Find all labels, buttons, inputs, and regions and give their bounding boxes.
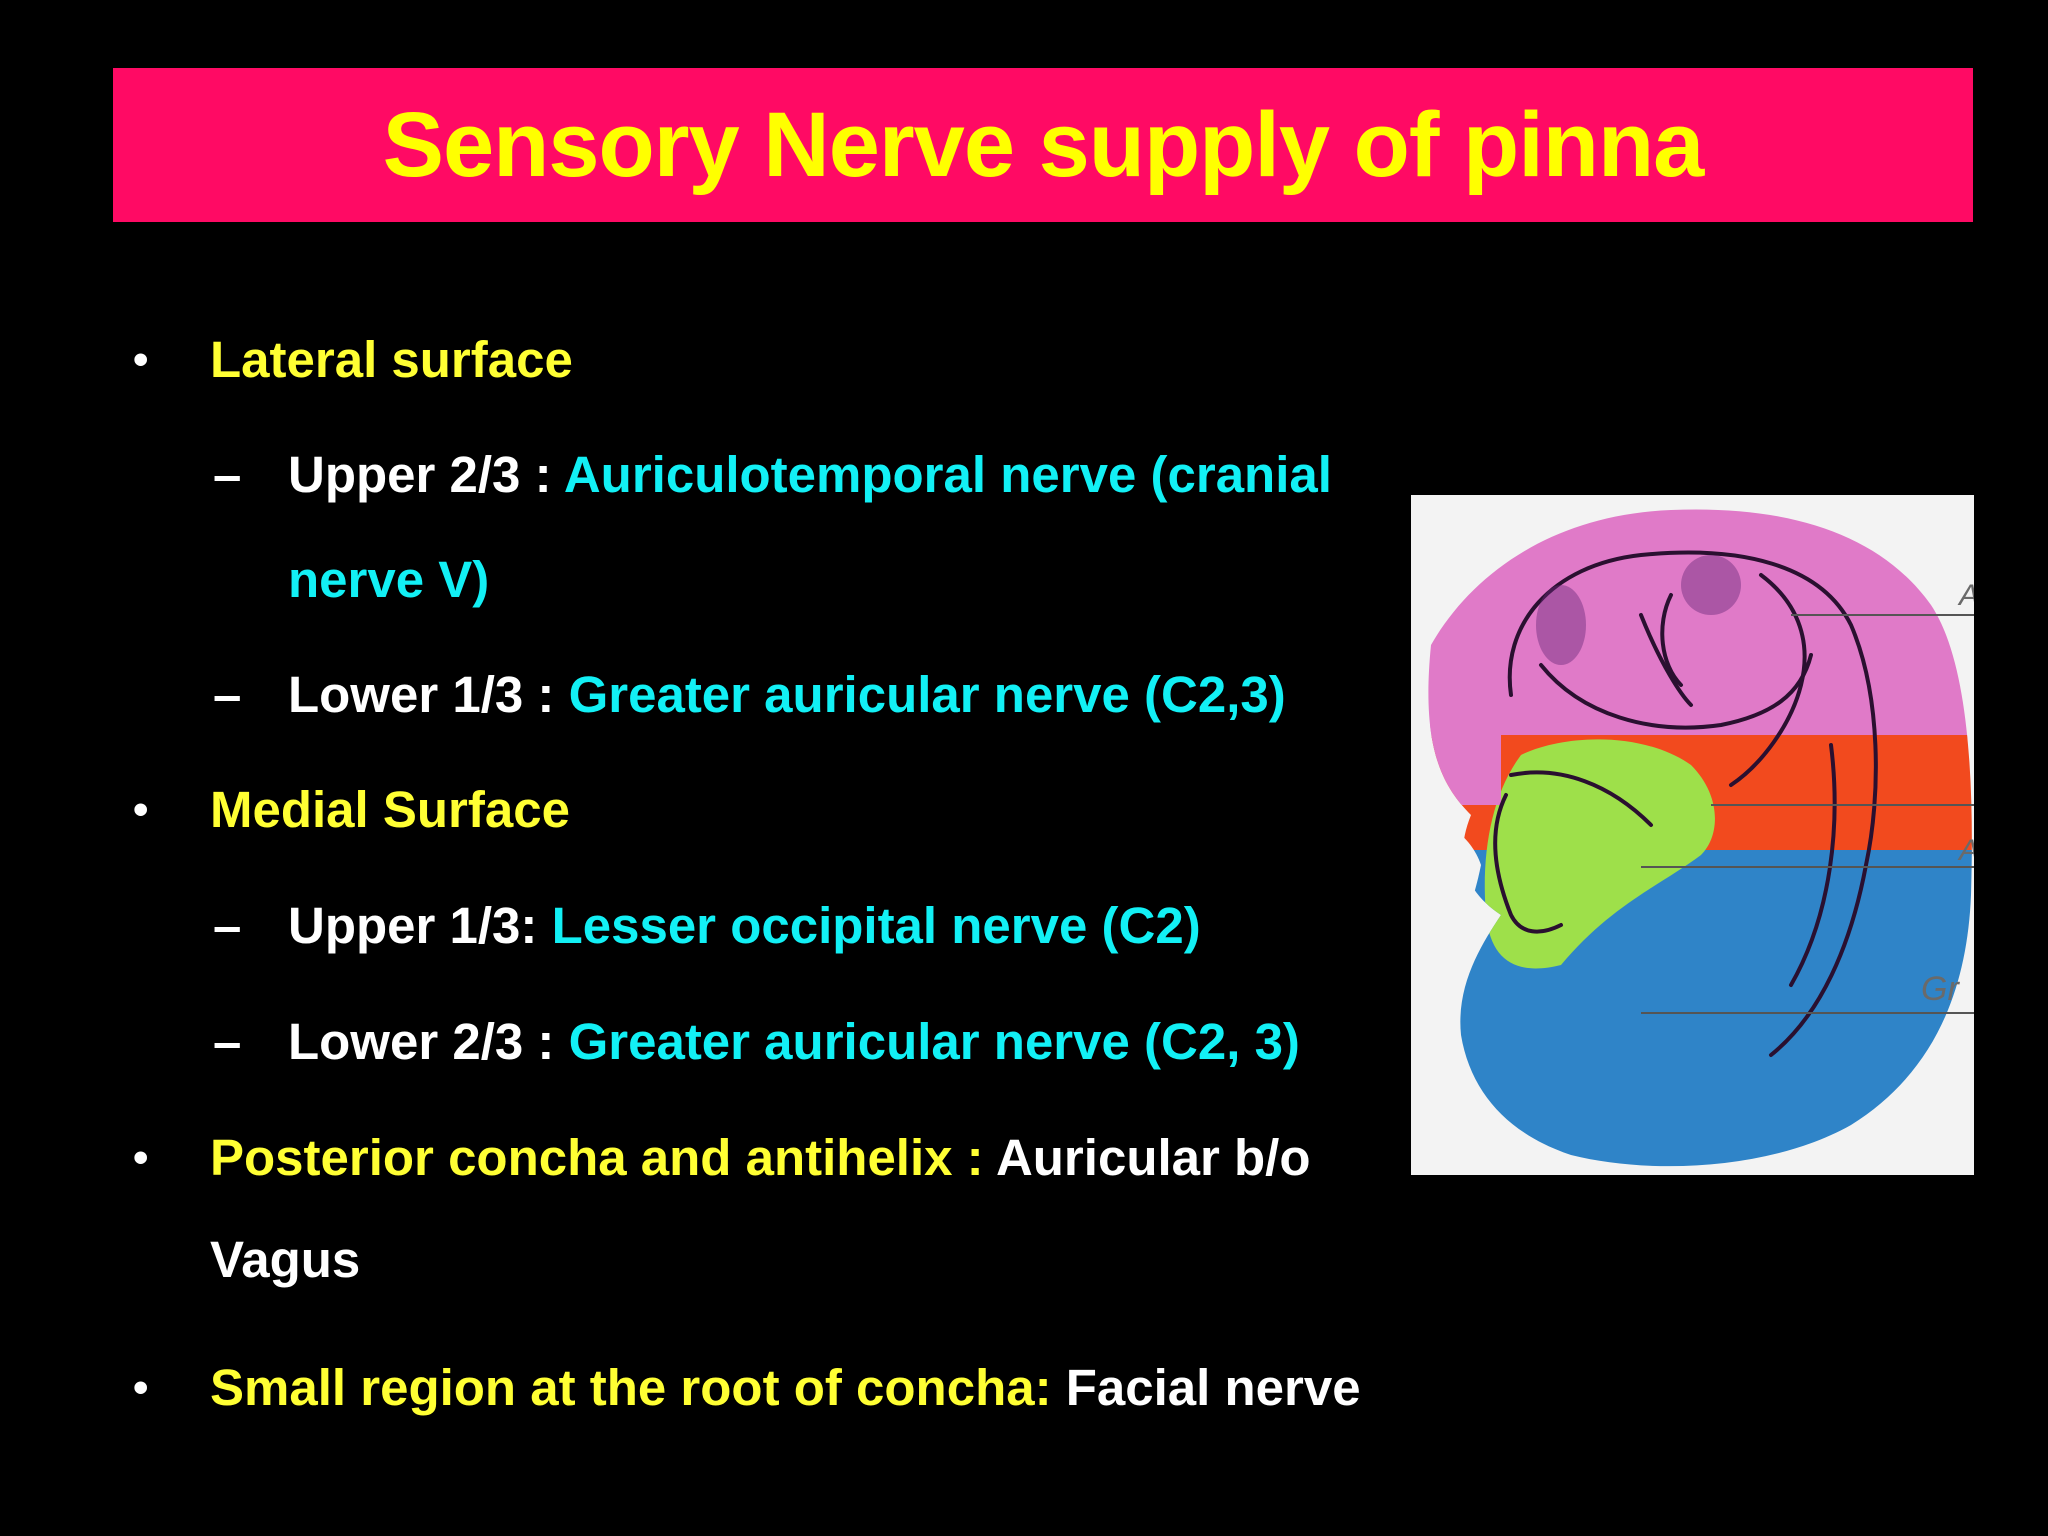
medial-heading: Medial Surface [210,781,570,838]
bullet-icon: • [133,1363,149,1412]
slide-title: Sensory Nerve supply of pinna [382,93,1705,196]
dash-icon: – [213,666,242,723]
root-nerve: Facial nerve [1065,1359,1361,1416]
root-heading: Small region at the root of concha: [210,1359,1066,1416]
region-concha [1484,739,1715,969]
posterior-item: Posterior concha and antihelix : Auricul… [210,1128,1311,1188]
lateral-upper-nerve: Auriculotemporal nerve (cranial [563,446,1332,503]
bullet-icon: • [133,335,149,384]
dash-icon: – [213,897,242,954]
medial-lower-item: Lower 2/3 : Greater auricular nerve (C2,… [288,1012,1300,1072]
root-item: Small region at the root of concha: Faci… [210,1358,1361,1418]
bullet-icon: • [133,785,149,834]
lateral-lower-label: Lower 1/3 : [288,666,569,723]
region-upper-left [1428,725,1501,805]
label-fragment-2: A [1957,834,1974,867]
intertragic-notch [1411,815,1481,975]
label-fragment-3: Gr [1921,970,1960,1008]
lateral-lower-item: Lower 1/3 : Greater auricular nerve (C2,… [288,665,1286,725]
lateral-upper-nerve-continued: nerve V) [288,551,490,608]
lateral-upper-item: Upper 2/3 : Auriculotemporal nerve (cran… [288,445,1332,505]
medial-upper-item: Upper 1/3: Lesser occipital nerve (C2) [288,896,1201,956]
medial-upper-nerve: Lesser occipital nerve (C2) [551,897,1201,954]
medial-lower-label: Lower 2/3 : [288,1013,569,1070]
lateral-upper-label: Upper 2/3 : [288,446,564,503]
label-fragment-1: A [1957,579,1974,612]
lateral-heading: Lateral surface [210,331,573,388]
posterior-heading: Posterior concha and antihelix : [210,1129,996,1186]
medial-lower-nerve: Greater auricular nerve (C2, 3) [568,1013,1300,1070]
title-banner: Sensory Nerve supply of pinna [113,68,1973,222]
pinna-nerve-diagram: A A Gr [1411,495,1974,1175]
region-upper [1428,509,1972,740]
dash-icon: – [213,446,242,503]
medial-upper-label: Upper 1/3: [288,897,552,954]
posterior-nerve-continued: Vagus [210,1231,361,1288]
bullet-icon: • [133,1133,149,1182]
posterior-nerve: Auricular b/o [995,1129,1311,1186]
lateral-lower-nerve: Greater auricular nerve (C2,3) [568,666,1286,723]
dash-icon: – [213,1013,242,1070]
